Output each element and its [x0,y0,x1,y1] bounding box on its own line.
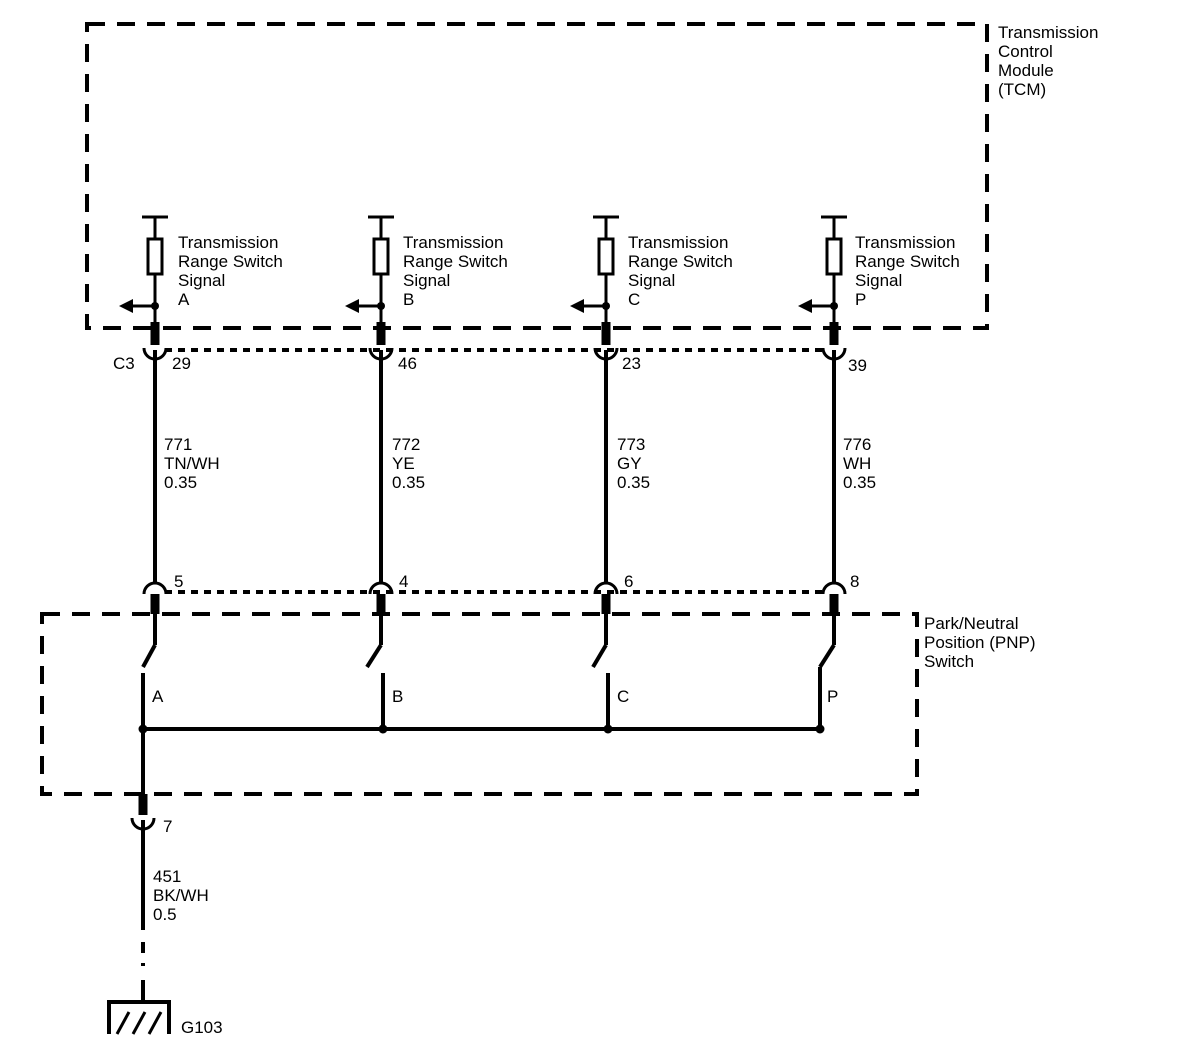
signal-label-line: Signal [178,271,225,290]
tcm-label-line: (TCM) [998,80,1046,99]
tcm-pin-number: 46 [398,354,417,373]
signal-label: Transmission Range Switch Signal C [628,233,733,309]
switch-position-label: C [617,687,629,706]
wire-gauge: 0.35 [392,473,425,492]
switch-blade [365,643,383,669]
tcm-pin-number: 39 [848,356,867,375]
wire-spec: 772 YE 0.35 [392,435,425,492]
circuit-number: 771 [164,435,192,454]
signal-label-line: A [178,290,190,309]
pnp-pin-number: 5 [174,572,183,591]
wire-gauge: 0.35 [164,473,197,492]
circuit-number: 451 [153,867,181,886]
female-terminal [821,581,847,595]
wire-color: GY [617,454,642,473]
female-terminal [368,581,394,595]
tcm-module-box [85,22,989,330]
pullup-resistor [372,237,390,276]
ground-label: G103 [181,1018,223,1037]
tcm-connector-label: C3 [113,354,135,373]
signal-label-line: Range Switch [178,252,283,271]
signal-label-line: Range Switch [628,252,733,271]
arrow-left-icon [345,299,359,313]
circuit-number: 772 [392,435,420,454]
circuit-number: 773 [617,435,645,454]
switch-position-label: P [827,687,838,706]
switch-position-label: B [392,687,403,706]
circuit-column-p: Transmission Range Switch Signal P 39 77… [798,215,960,729]
tcm-pin-number: 23 [622,354,641,373]
signal-label-line: B [403,290,414,309]
switch-blade [591,643,608,669]
wire-spec: 776 WH 0.35 [843,435,876,492]
female-terminal [142,581,168,595]
wire-color: TN/WH [164,454,220,473]
ground-pin-number: 7 [163,817,172,836]
signal-label-line: Transmission [178,233,278,252]
signal-label: Transmission Range Switch Signal P [855,233,960,309]
arrow-left-icon [570,299,584,313]
pnp-pin-number: 6 [624,572,633,591]
signal-label-line: P [855,290,866,309]
pullup-resistor [146,237,164,276]
arrow-left-icon [798,299,812,313]
tcm-label-line: Transmission [998,23,1098,42]
signal-label: Transmission Range Switch Signal B [403,233,508,309]
switch-blade [141,644,157,668]
pullup-resistor [597,237,615,276]
arrow-left-icon [119,299,133,313]
signal-label-line: C [628,290,640,309]
wire-color: YE [392,454,415,473]
signal-label: Transmission Range Switch Signal A [178,233,283,309]
tcm-label-line: Module [998,61,1054,80]
pnp-label-line: Switch [924,652,974,671]
pnp-pin-number: 4 [399,572,408,591]
wire-spec: 451 BK/WH 0.5 [153,867,209,924]
tcm-pin-number: 29 [172,354,191,373]
signal-label-line: Transmission [403,233,503,252]
signal-label-line: Range Switch [855,252,960,271]
signal-label-line: Signal [403,271,450,290]
female-terminal [593,581,619,595]
signal-label-line: Range Switch [403,252,508,271]
tcm-label: Transmission Control Module (TCM) [998,23,1098,99]
switch-position-label: A [152,687,164,706]
circuit-column-c: Transmission Range Switch Signal C 23 77… [570,215,733,729]
ground-icon [107,1000,171,1035]
wire-gauge: 0.35 [843,473,876,492]
circuit-number: 776 [843,435,871,454]
pnp-label-line: Position (PNP) [924,633,1035,652]
ground-circuit: 7 451 BK/WH 0.5 G103 [107,729,223,1037]
tcm-label-line: Control [998,42,1053,61]
signal-label-line: Transmission [628,233,728,252]
pnp-label: Park/Neutral Position (PNP) Switch [924,614,1035,671]
signal-label-line: Signal [628,271,675,290]
wire-spec: 773 GY 0.35 [617,435,650,492]
pnp-label-line: Park/Neutral [924,614,1018,633]
wire-color: BK/WH [153,886,209,905]
pnp-switch-box [40,612,919,796]
circuit-column-a: Transmission Range Switch Signal A 29 77… [119,215,283,729]
signal-label-line: Transmission [855,233,955,252]
wire-gauge: 0.35 [617,473,650,492]
wire-spec: 771 TN/WH 0.35 [164,435,220,492]
wire-gauge: 0.5 [153,905,177,924]
pullup-resistor [825,237,843,276]
pnp-pin-number: 8 [850,572,859,591]
circuit-column-b: Transmission Range Switch Signal B 46 77… [345,215,508,729]
signal-label-line: Signal [855,271,902,290]
switch-blade [818,643,836,669]
wire-color: WH [843,454,871,473]
